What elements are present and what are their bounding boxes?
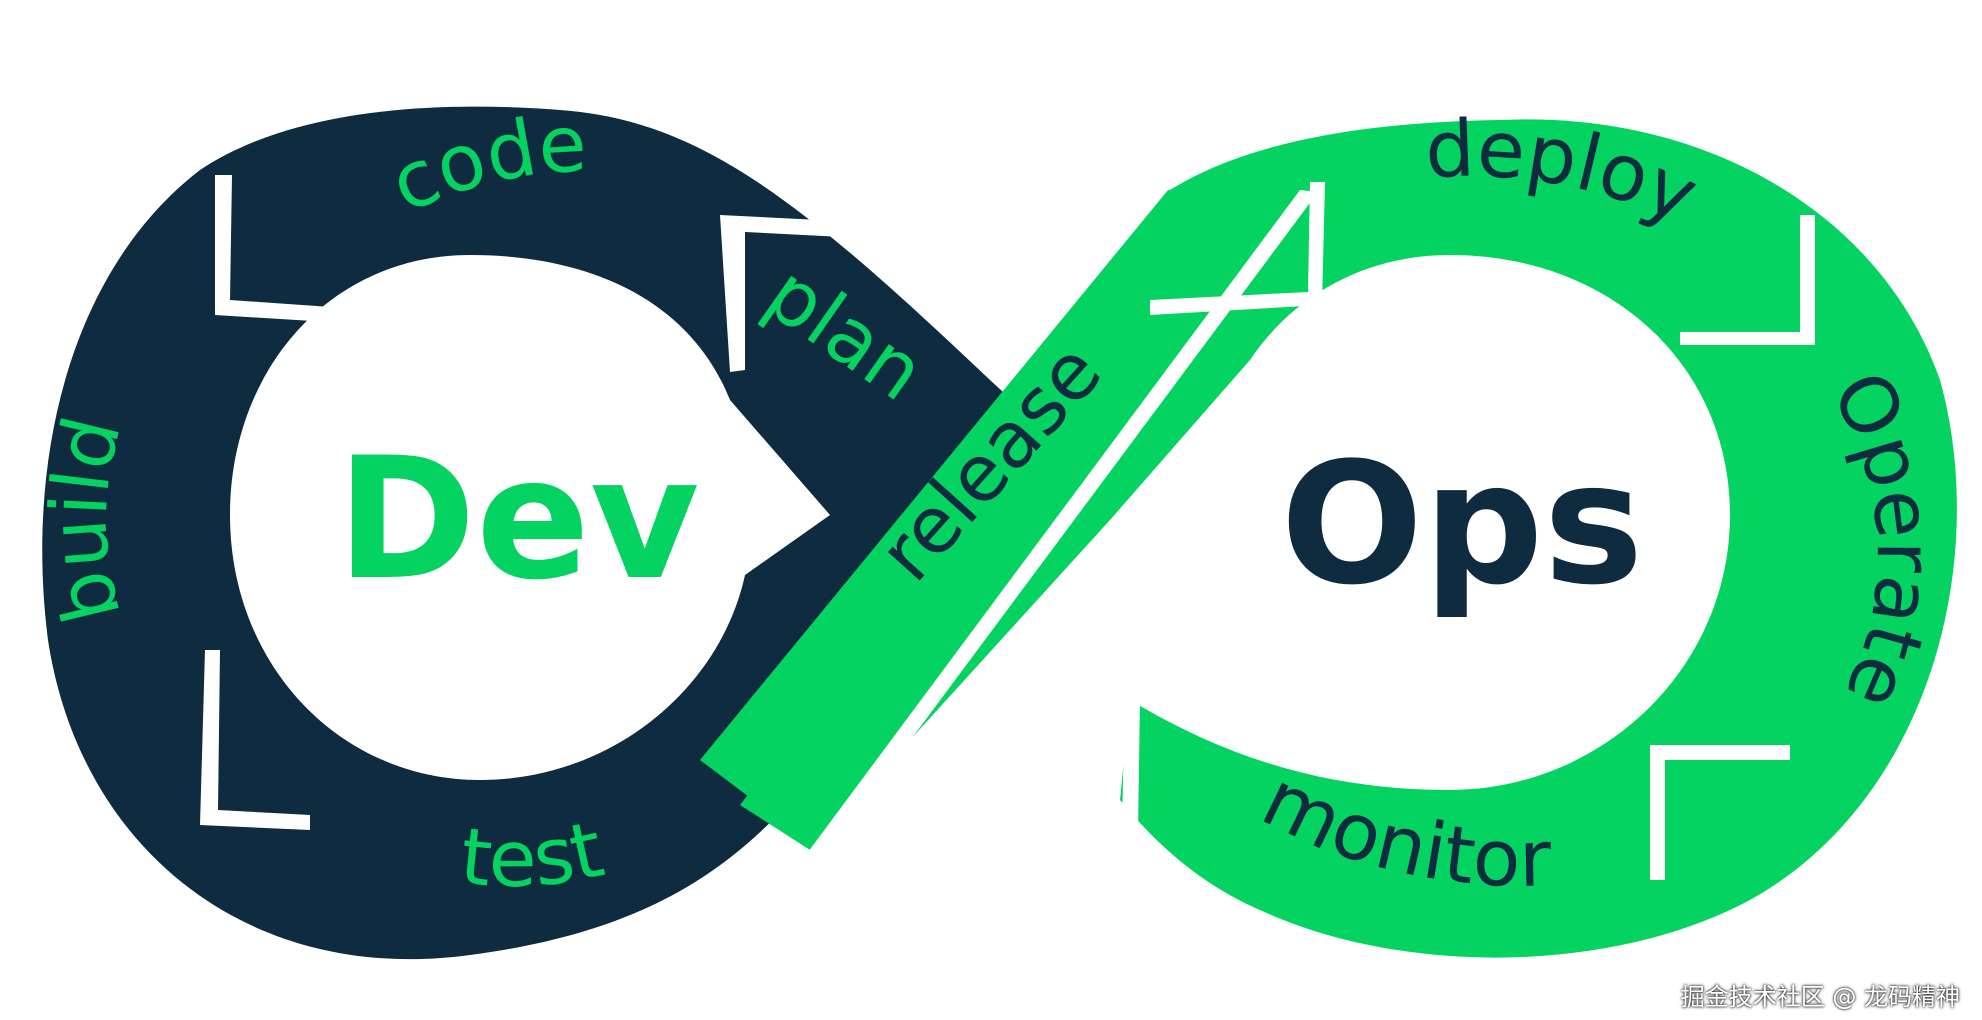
ops-separator — [1122, 680, 1260, 830]
dev-title: Dev — [337, 421, 700, 617]
dev-loop-band — [42, 106, 1121, 960]
ops-title: Ops — [1280, 426, 1643, 622]
dev-loop — [42, 106, 1121, 960]
ops-separator — [1150, 182, 1325, 315]
dev-separator — [215, 175, 345, 323]
ops-separator — [1680, 215, 1815, 345]
ops-separator — [1650, 745, 1790, 880]
ops-loop — [700, 119, 1957, 958]
crossing-gap — [808, 190, 1318, 855]
release-band — [700, 190, 1315, 852]
watermark-text: 掘金技术社区 @ 龙码精神 — [1680, 983, 1960, 1011]
dev-separator — [200, 650, 310, 830]
stage-label-test: test — [456, 805, 611, 905]
dev-separator — [720, 215, 862, 372]
